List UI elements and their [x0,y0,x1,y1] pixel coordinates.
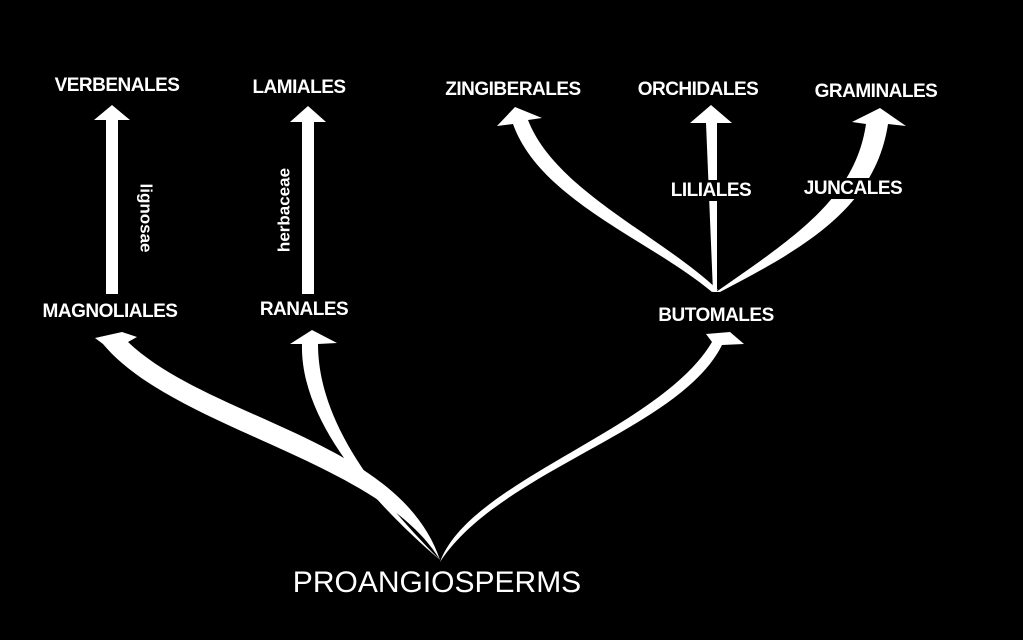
node-lamiales: LAMIALES [252,77,346,98]
node-butomales: BUTOMALES [658,305,774,326]
arrow-butomales-to-zingiberales [497,107,718,292]
node-verbenales: VERBENALES [54,75,180,96]
arrow-proangiosperms-to-butomales [440,332,744,562]
node-magnoliales: MAGNOLIALES [42,301,178,322]
arrow-proangiosperms-to-ranales [290,330,440,560]
branch-label-lignosae: lignosae [136,183,156,253]
node-juncales: JUNCALES [800,178,906,199]
node-liliales: LILIALES [667,180,755,201]
arrow-magnoliales-to-verbenales [94,105,130,294]
node-proangiosperms: PROANGIOSPERMS [292,566,582,599]
node-zingiberales: ZINGIBERALES [445,79,581,100]
node-orchidales: ORCHIDALES [637,79,759,100]
node-graminales: GRAMINALES [814,81,938,102]
node-ranales: RANALES [259,299,349,320]
arrow-butomales-to-graminales [716,108,906,292]
arrow-proangiosperms-to-magnoliales [95,332,440,560]
branch-label-herbaceae: herbaceae [274,167,294,253]
arrow-ranales-to-lamiales [290,106,326,294]
